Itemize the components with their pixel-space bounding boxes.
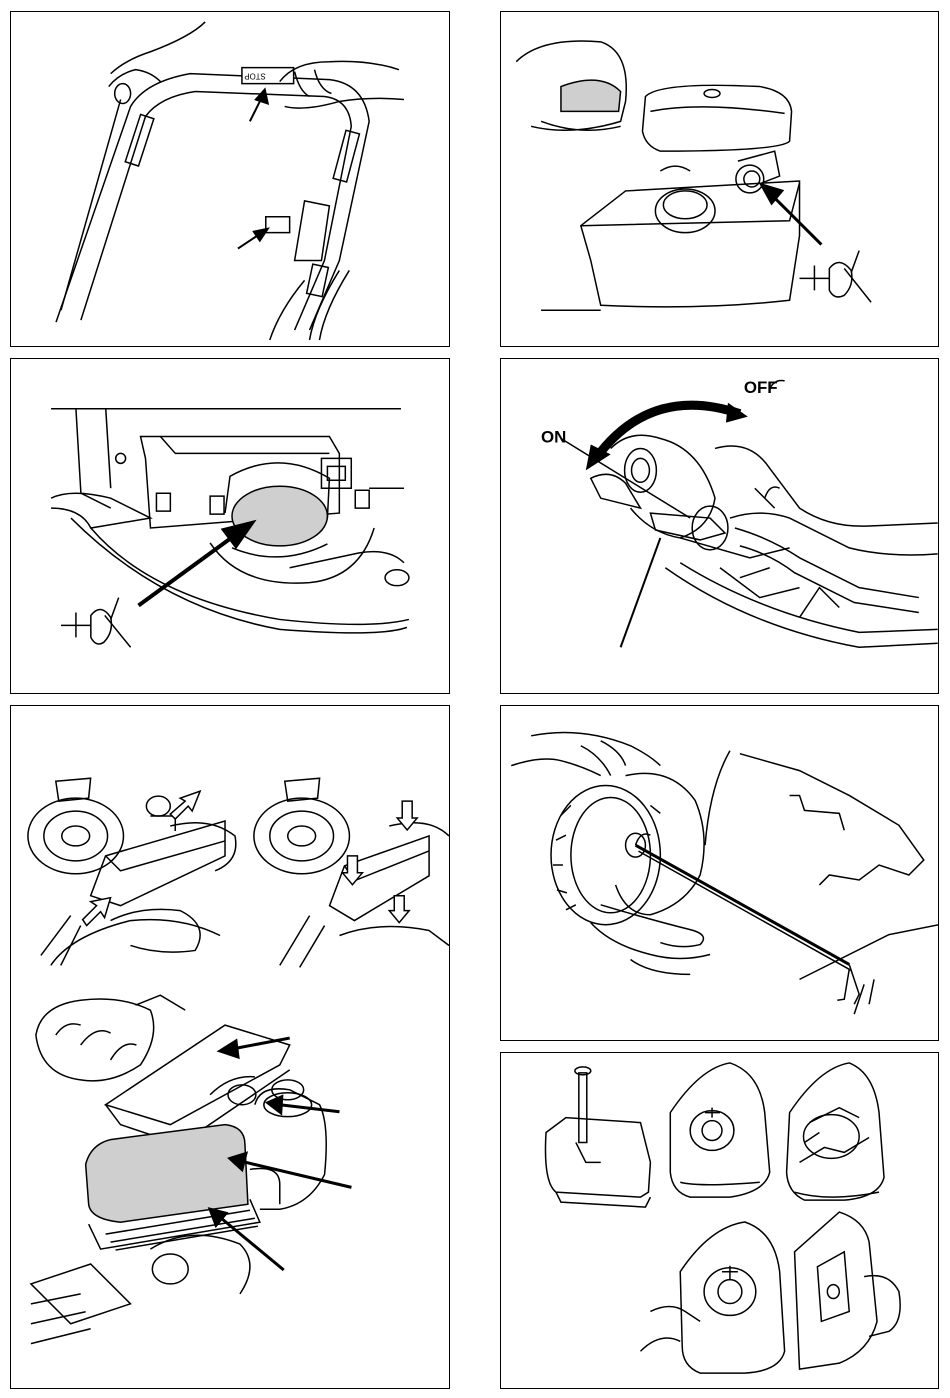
on-label: ON <box>541 428 566 447</box>
panel-fuel-shutoff-valve <box>500 11 939 347</box>
fuel-valve-illustration <box>501 12 938 346</box>
panel-starter-cord <box>500 705 939 1041</box>
off-label: OFF <box>744 378 778 397</box>
air-intake-illustration <box>11 359 449 693</box>
panel-carburetor-air-intake <box>10 358 450 694</box>
panel-fuel-valve-positions: ON OFF <box>500 358 939 694</box>
stop-decal-text: STOP <box>244 72 265 81</box>
air-filter-removal-illustration <box>11 706 449 1388</box>
panel-air-filter-removal <box>10 705 450 1389</box>
starter-illustration <box>501 706 938 1040</box>
panel-air-filter-parts <box>500 1052 939 1389</box>
filter-parts-illustration <box>501 1053 938 1388</box>
handle-illustration: STOP <box>11 12 449 346</box>
valve-positions-illustration: ON OFF <box>501 359 938 693</box>
panel-handle-controls: STOP <box>10 11 450 347</box>
